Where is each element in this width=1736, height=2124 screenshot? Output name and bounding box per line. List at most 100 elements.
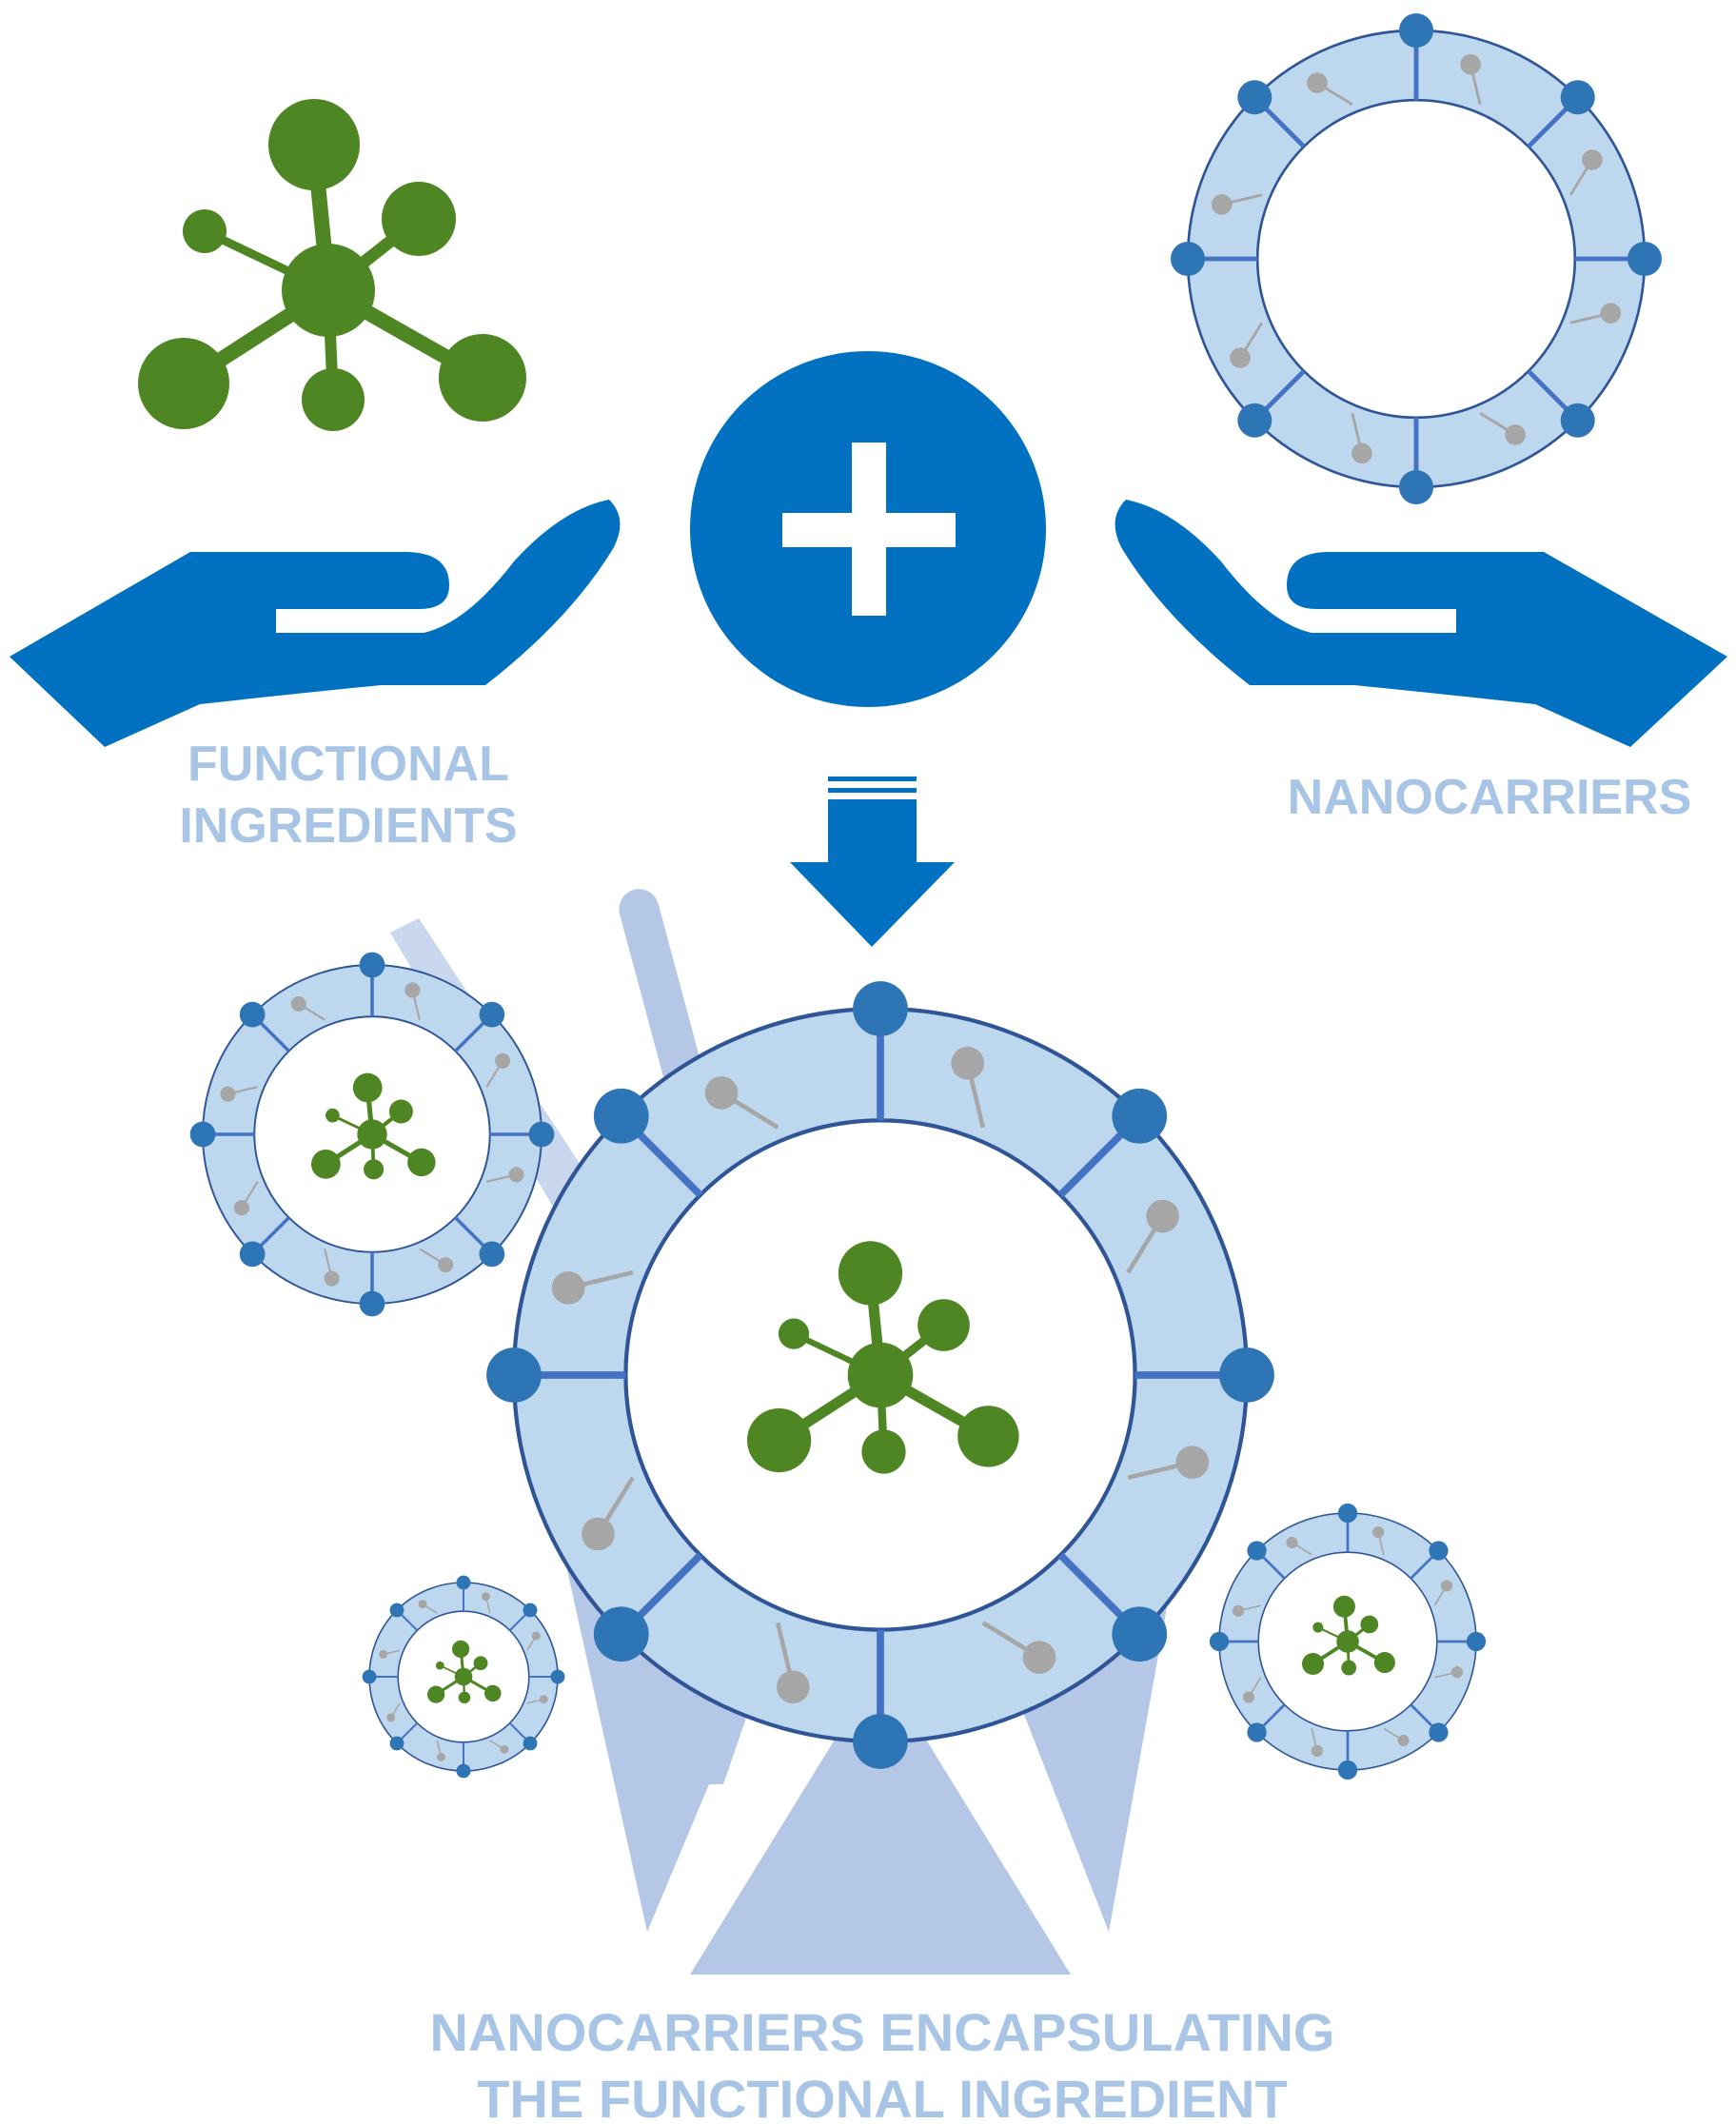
molecule-core: [1336, 1630, 1359, 1653]
nanocarrier-tail-head: [482, 1592, 491, 1602]
nanocarrier-tail-head: [704, 1076, 739, 1110]
nanocarrier-head: [1171, 242, 1205, 276]
nanocarrier-tail-head: [1211, 194, 1233, 215]
encapsulated-molecule-icon: [747, 1241, 1019, 1474]
nanocarrier-head: [1112, 1088, 1168, 1144]
nanocarrier-head: [853, 1714, 908, 1769]
nanocarrier-tail-head: [290, 995, 306, 1012]
hands: [10, 500, 1727, 747]
nanocarrier-tail-head: [1505, 424, 1526, 445]
nanocarrier-tail-head: [1372, 1525, 1385, 1539]
molecule-atom: [473, 1656, 488, 1671]
molecule-atom: [747, 1408, 812, 1473]
nanocarrier-head: [1429, 1541, 1449, 1561]
nanocarrier-head: [523, 1603, 538, 1618]
nanocarrier-tail-head: [508, 1167, 524, 1183]
nanocarrier-head: [1337, 1760, 1358, 1780]
result-label-line2: THE FUNCTIONAL INGREDIENT: [477, 2069, 1287, 2124]
nanocarrier-inner-edge: [1255, 98, 1577, 420]
functional-ingredients-label-line1: FUNCTIONAL: [187, 737, 509, 792]
nanocarrier-tail-head: [1146, 1199, 1179, 1233]
molecule-atom: [352, 1072, 383, 1103]
molecule-atom: [435, 1661, 444, 1670]
plus-icon: [690, 351, 1046, 707]
nanocarrier-tail-head: [418, 1600, 427, 1609]
arrow-down-icon: [790, 777, 955, 947]
functional-ingredients-label-line2: INGREDIENTS: [179, 798, 517, 854]
nanocarrier-tail-head: [436, 1752, 445, 1761]
nanocarriers-label: NANOCARRIERS: [1288, 770, 1692, 825]
nanocarrier-head: [456, 1575, 471, 1590]
nanocarrier-tail-head: [1582, 149, 1603, 170]
hand-icon-left: [10, 500, 621, 747]
nanocarrier-head: [1237, 80, 1272, 115]
molecule-atom: [484, 1684, 502, 1702]
nanocarrier-tail-head: [777, 1670, 810, 1704]
nanocarrier-head: [1237, 403, 1272, 438]
molecule-core: [847, 1342, 914, 1408]
nanocarrier-tail-head: [1397, 1734, 1410, 1747]
nanocarrier-head: [239, 1001, 266, 1028]
nanocarrier-head: [1247, 1722, 1267, 1742]
encapsulated-molecule-icon: [427, 1640, 502, 1704]
molecule-atom: [183, 209, 227, 253]
nanocarrier-head: [1466, 1631, 1487, 1652]
nanocarrier-tail-head: [233, 1200, 249, 1216]
nanocarrier-head: [1112, 1606, 1168, 1662]
nanocarrier-tail-head: [1175, 1446, 1210, 1479]
nanocarrier-tail-head: [1307, 72, 1328, 93]
molecule-atom: [427, 1685, 445, 1703]
nanocarrier-head: [389, 1603, 404, 1618]
molecule-atom: [1312, 1622, 1324, 1633]
encapsulated-molecule-icon: [311, 1072, 436, 1180]
encapsulated-molecule-icon: [1302, 1595, 1395, 1676]
nanocarrier-tail-head: [551, 1271, 585, 1305]
nanocarrier-tail-head: [220, 1086, 236, 1102]
molecule-atom: [326, 1108, 340, 1123]
nanocarrier-head: [853, 981, 908, 1036]
nanocarrier-tail-head: [1242, 1691, 1255, 1703]
molecule-atom: [302, 368, 365, 431]
nanocarrier-head: [523, 1736, 538, 1751]
nanocarrier-head: [1628, 242, 1662, 276]
nanocarrier-tail-head: [582, 1517, 615, 1551]
nanocarrier-tail-head: [1232, 1604, 1245, 1617]
nanocarrier-head: [389, 1736, 404, 1751]
nanocarrier-tail-head: [495, 1052, 511, 1069]
molecule-atom: [388, 1099, 413, 1124]
nanocarrier-head: [1247, 1541, 1267, 1561]
nanocarrier-tail-head: [500, 1744, 509, 1754]
nanocarrier-head: [1560, 80, 1595, 115]
nanocarrier-head: [1560, 403, 1595, 438]
molecule-atom: [364, 1159, 385, 1180]
nanocarrier-tail-head: [379, 1649, 388, 1659]
nanocarrier-tail-head: [1600, 303, 1622, 324]
molecule-atom: [1332, 1595, 1355, 1618]
nanocarrier-tail-head: [531, 1631, 541, 1641]
molecule-atom: [458, 1691, 471, 1704]
nanocarrier-head: [479, 1001, 505, 1028]
nanocarrier-head: [189, 1121, 216, 1148]
nanocarrier-head: [486, 1347, 542, 1403]
hand-icon-right: [1115, 500, 1727, 747]
molecule-atom: [439, 334, 526, 422]
cup-body-bottom: [690, 1665, 1071, 1975]
molecule-atom: [1360, 1615, 1379, 1634]
nanocarrier-tail-head: [1450, 1666, 1464, 1679]
nanocarrier-head: [1399, 13, 1433, 48]
molecule-atom: [957, 1406, 1019, 1467]
nanocarrier-head: [362, 1669, 377, 1684]
nanocarrier-tail-head: [539, 1695, 548, 1704]
molecule-atom: [838, 1241, 903, 1306]
nanocarrier-tail-head: [1460, 53, 1481, 75]
nanocarrier-tail-head: [386, 1713, 396, 1722]
nanocarrier-head: [1337, 1503, 1358, 1524]
molecule-atom: [1341, 1660, 1357, 1676]
nanocarrier-head: [528, 1121, 555, 1148]
nanocarrier-head: [359, 1290, 385, 1317]
nanocarrier-head: [1209, 1631, 1230, 1652]
nanocarrier-tail-head: [1351, 442, 1372, 464]
molecule-atom: [138, 338, 229, 429]
nanocarrier-head: [1219, 1347, 1274, 1403]
